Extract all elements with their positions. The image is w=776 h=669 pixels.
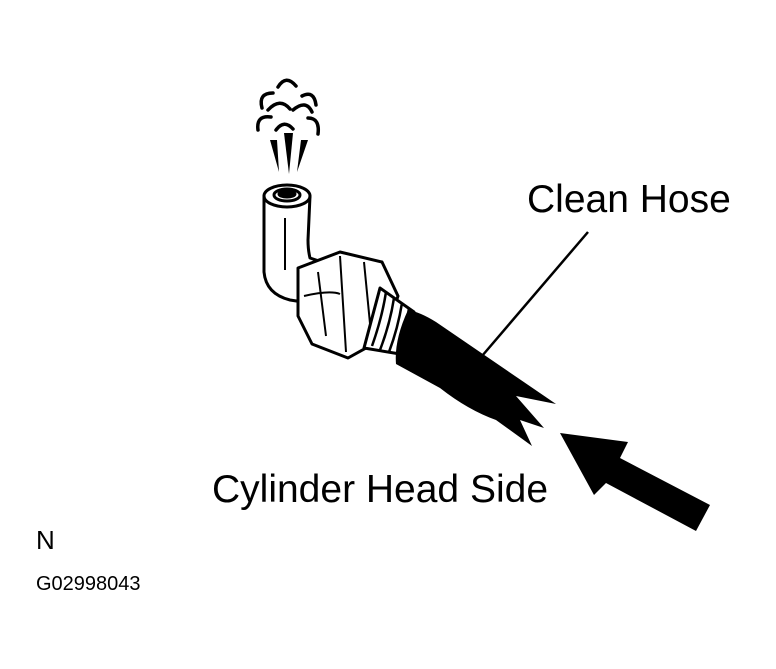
clean-hose-leader-line bbox=[481, 231, 589, 357]
cylinder-head-side-label: Cylinder Head Side bbox=[212, 468, 549, 511]
clean-hose-label: Clean Hose bbox=[527, 178, 731, 221]
airflow-arrow-icon bbox=[560, 433, 710, 531]
figure-code-label: G02998043 bbox=[36, 573, 141, 595]
view-marker-label: N bbox=[36, 525, 55, 555]
clean-hose bbox=[395, 310, 556, 446]
air-spurt-icon bbox=[270, 133, 308, 174]
air-puff-icon bbox=[256, 78, 321, 136]
